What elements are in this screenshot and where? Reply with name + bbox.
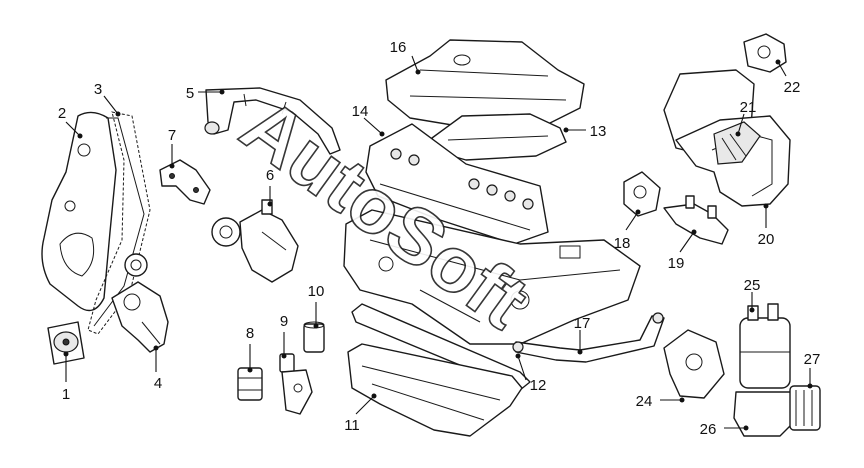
callout-12: 12 — [530, 377, 547, 394]
fuel-filter-part — [303, 321, 325, 353]
callout-13: 13 — [590, 123, 607, 140]
oil-pump-part — [111, 281, 169, 353]
callout-26: 26 — [700, 421, 717, 438]
leader-lines — [63, 55, 813, 431]
egr-pipe-part — [512, 312, 665, 363]
rocker-cover-part — [385, 39, 585, 129]
air-sensor-part — [743, 33, 787, 73]
callout-5: 5 — [186, 85, 194, 102]
callout-7: 7 — [168, 127, 176, 144]
cylinder-head-part — [365, 123, 549, 245]
callout-22: 22 — [784, 79, 801, 96]
callout-24: 24 — [636, 393, 653, 410]
callout-labels: 1 2 3 4 5 6 7 8 9 10 11 12 13 14 16 17 1… — [58, 39, 821, 438]
valve-base-part — [733, 391, 797, 437]
callout-3: 3 — [94, 81, 102, 98]
oil-filter-part — [237, 367, 263, 401]
egr-valve-part — [739, 303, 791, 389]
callout-21: 21 — [740, 99, 757, 116]
oil-pan-part — [347, 343, 523, 437]
callout-20: 20 — [758, 231, 775, 248]
callout-19: 19 — [668, 255, 685, 272]
callout-6: 6 — [266, 167, 274, 184]
callout-27: 27 — [804, 351, 821, 368]
callout-2: 2 — [58, 105, 66, 122]
callout-11: 11 — [344, 417, 360, 434]
callout-17: 17 — [574, 315, 591, 332]
callout-16: 16 — [390, 39, 407, 56]
air-hose-part — [713, 121, 761, 165]
callout-8: 8 — [246, 325, 254, 342]
callout-14: 14 — [352, 103, 369, 120]
callout-18: 18 — [614, 235, 631, 252]
callout-4: 4 — [154, 375, 162, 392]
bracket-part — [159, 159, 211, 205]
oil-pan-gasket-part — [351, 303, 531, 391]
callout-25: 25 — [744, 277, 761, 294]
callout-1: 1 — [62, 386, 70, 403]
engine-block-part — [343, 209, 641, 345]
callout-10: 10 — [308, 283, 325, 300]
thermostat-housing-part — [663, 195, 729, 245]
thermostat-part — [623, 171, 661, 217]
timing-cover-part — [41, 111, 117, 312]
callout-9: 9 — [280, 313, 288, 330]
filter-cartridge-part — [789, 385, 821, 431]
pressure-valve-part — [279, 353, 313, 415]
engine-mount-part — [663, 329, 725, 399]
coolant-pipe-part — [204, 87, 341, 155]
fuel-pump-part — [211, 199, 299, 283]
